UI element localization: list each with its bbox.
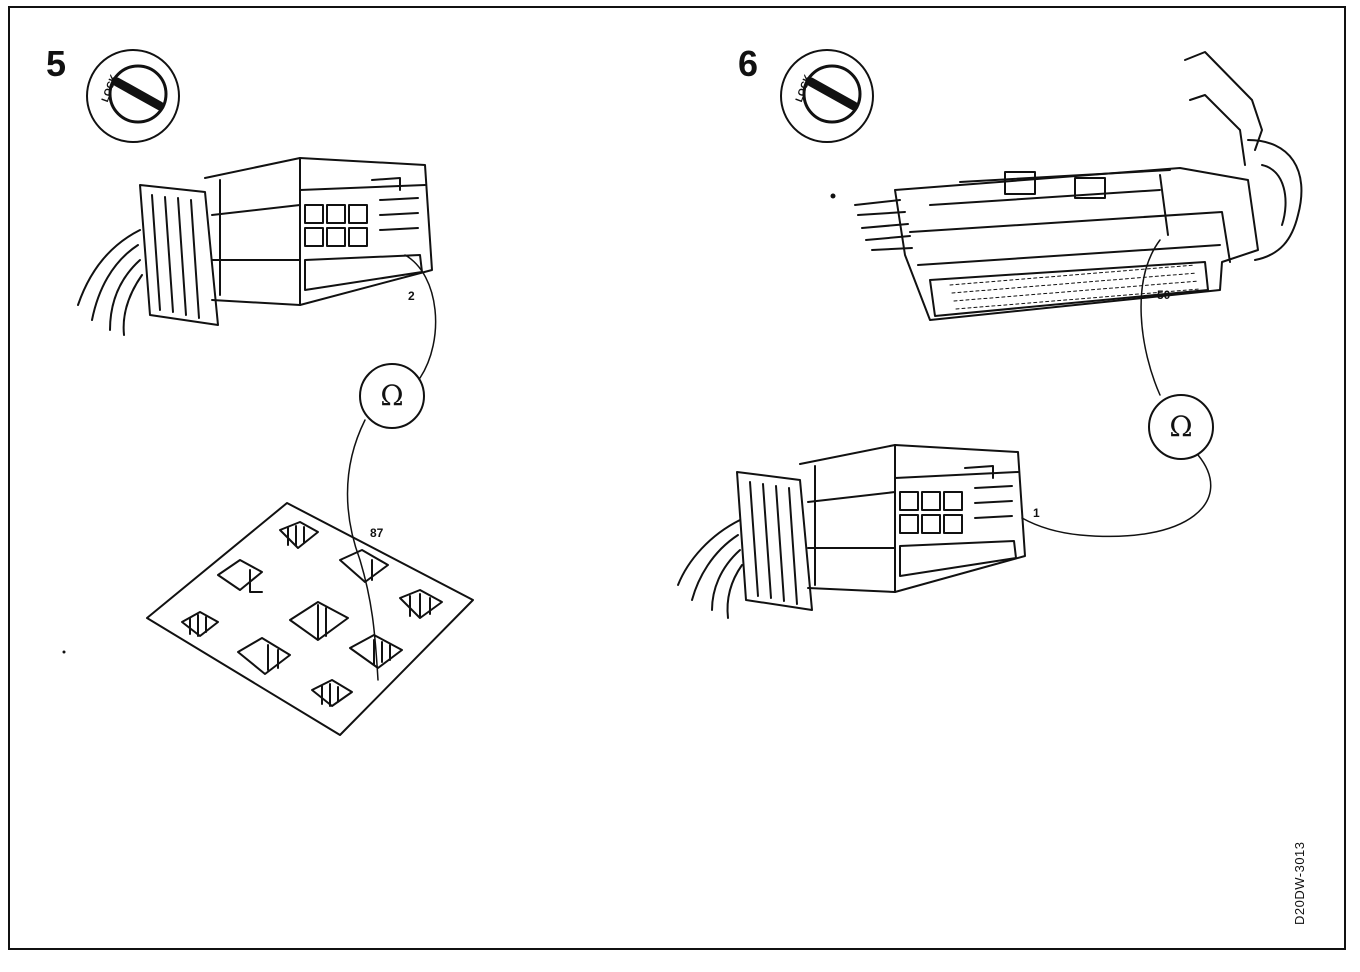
harness-connector-6 (677, 444, 1026, 619)
pin-label-1: 1 (1033, 506, 1040, 520)
step-number-6: 6 (738, 43, 759, 84)
test-lead-6a (1140, 239, 1161, 396)
control-unit-connector (854, 51, 1303, 321)
figure-frame (8, 6, 1346, 950)
test-lead-5a (404, 254, 437, 379)
ignition-lock-icon (86, 49, 180, 143)
test-lead-5b (346, 419, 379, 681)
harness-connector-5 (77, 157, 433, 336)
ohmmeter-icon (1148, 394, 1214, 460)
test-lead-6b (1021, 454, 1212, 538)
pin-label-87: 87 (370, 526, 384, 540)
ignition-lock-icon (780, 49, 874, 143)
pin-label-2: 2 (408, 289, 415, 303)
pin-label-50: 50 (1157, 288, 1171, 302)
scan-specks (62, 193, 836, 654)
ohmmeter-icon (359, 363, 425, 429)
ohm-symbol-5: Ω (380, 379, 404, 412)
drawing-reference: D20DW-3013 (1292, 841, 1307, 925)
relay-socket-plate (146, 502, 474, 736)
step-number-5: 5 (46, 43, 67, 84)
ohm-symbol-6: Ω (1169, 410, 1193, 443)
